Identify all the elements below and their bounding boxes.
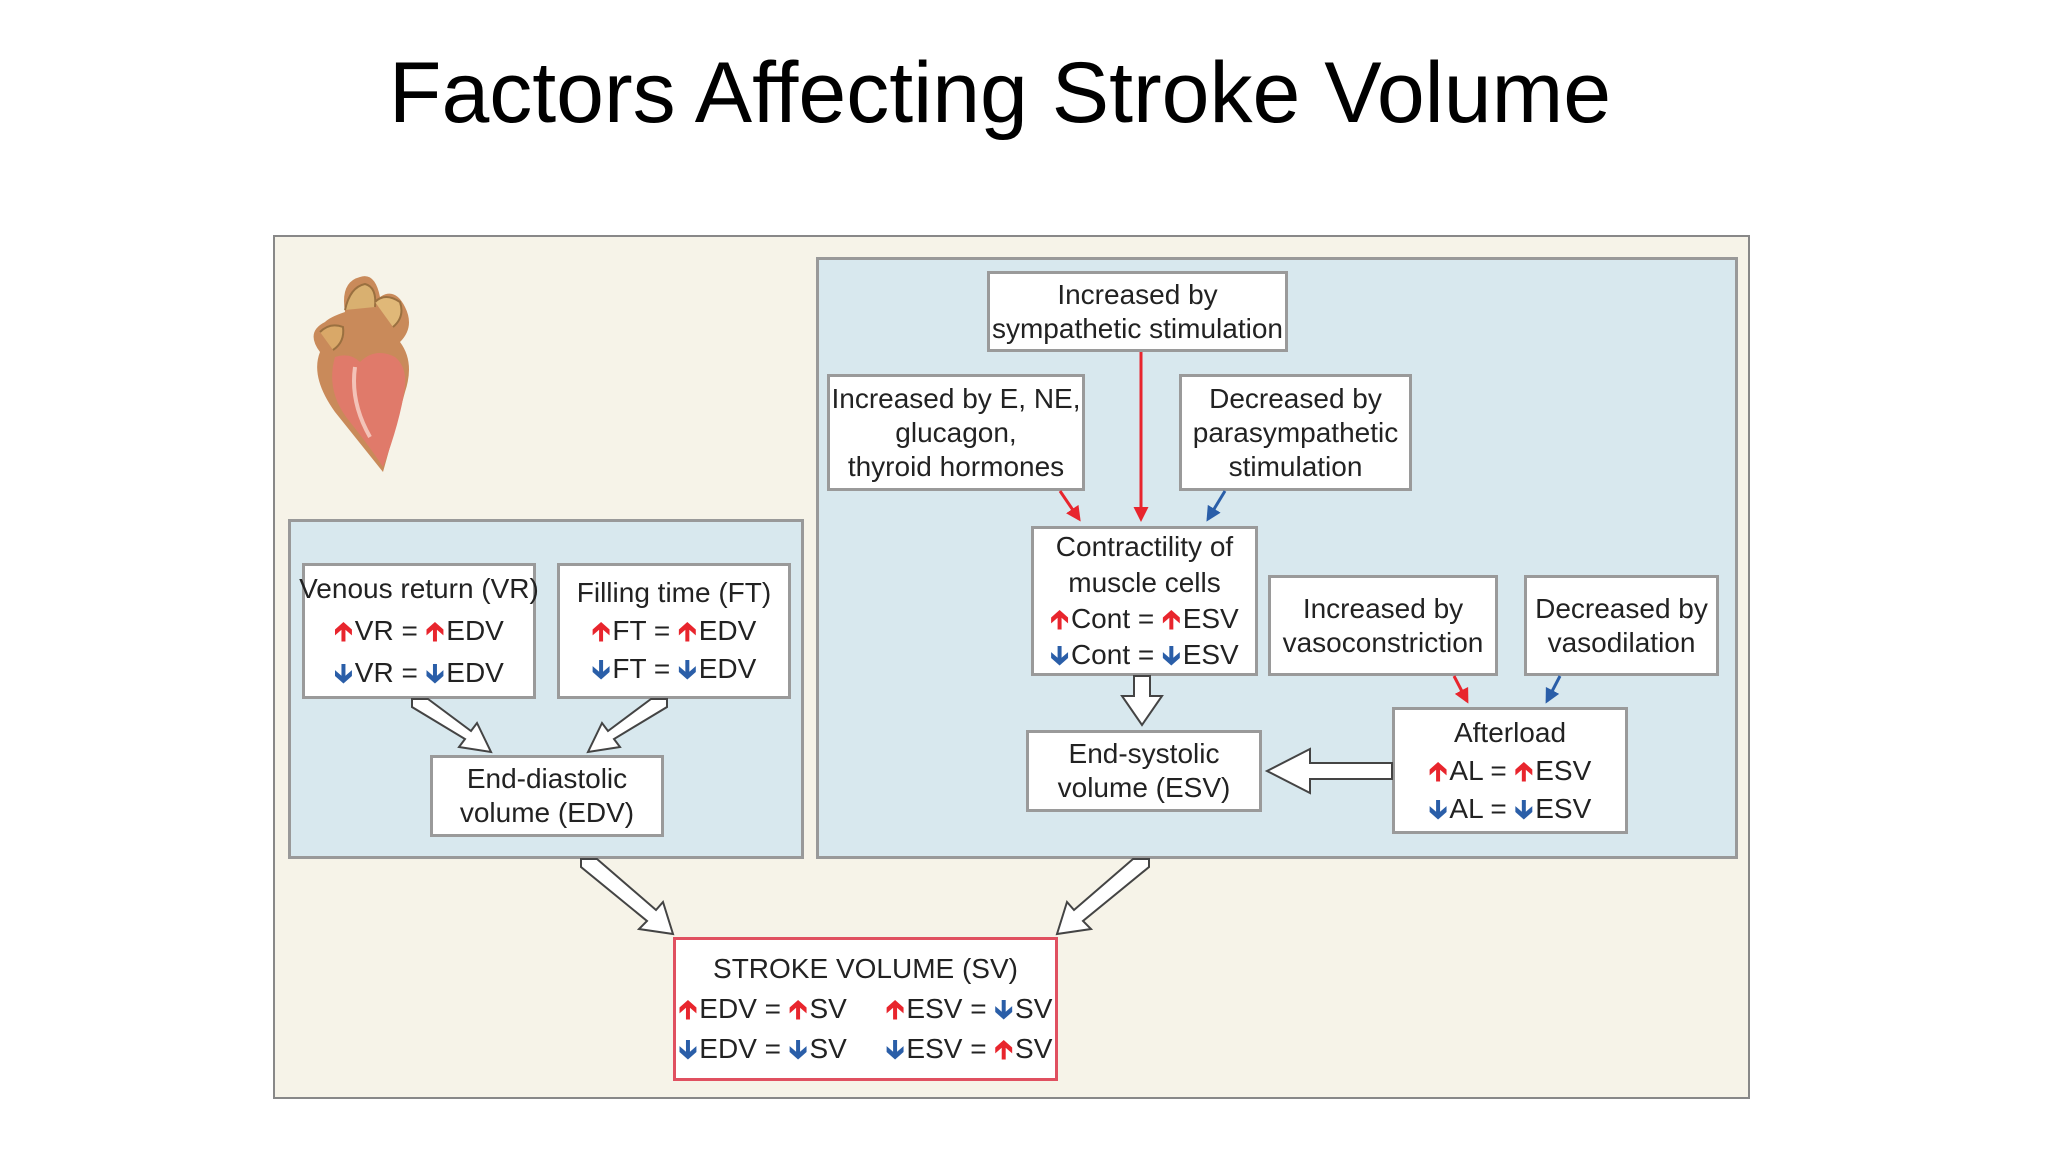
vasodilation-box: Decreased by vasodilation — [1524, 575, 1719, 676]
down-arrow-icon: 🡳 — [591, 654, 611, 684]
venous-return-box: Venous return (VR) 🡱VR = 🡱EDV 🡳VR = 🡳EDV — [299, 563, 539, 699]
contractility-box: Contractility of muscle cells 🡱Cont = 🡱E… — [1031, 526, 1258, 676]
down-arrow-icon: 🡳 — [1050, 640, 1069, 670]
up-arrow-icon: 🡱 — [1514, 755, 1534, 786]
up-arrow-icon: 🡱 — [1162, 604, 1181, 634]
down-arrow-icon: 🡳 — [788, 1034, 808, 1064]
down-arrow-icon: 🡳 — [1514, 793, 1534, 824]
down-arrow-icon: 🡳 — [678, 654, 697, 684]
sympathetic-box: Increased by sympathetic stimulation — [987, 271, 1288, 352]
parasympathetic-box: Decreased by parasympathetic stimulation — [1179, 374, 1412, 491]
arrow-filling-time-to-edv — [586, 698, 668, 754]
down-arrow-icon: 🡳 — [334, 658, 353, 688]
up-arrow-icon: 🡱 — [994, 1034, 1014, 1064]
arrow-parasympathetic-to-contractility — [1206, 490, 1227, 522]
arrow-venous-return-to-edv — [411, 698, 493, 754]
vasoconstriction-box: Increased by vasoconstriction — [1268, 575, 1498, 676]
filling-time-box: Filling time (FT) 🡱FT = 🡱EDV 🡳FT = 🡳EDV — [557, 563, 791, 699]
down-arrow-icon: 🡳 — [425, 658, 445, 688]
down-arrow-icon: 🡳 — [885, 1034, 905, 1064]
slide-title: Factors Affecting Stroke Volume — [388, 45, 1612, 141]
arrow-hormones-to-contractility — [1058, 490, 1081, 522]
up-arrow-icon: 🡱 — [885, 994, 905, 1024]
arrow-afterload-to-esv — [1264, 747, 1393, 795]
up-arrow-icon: 🡱 — [678, 994, 698, 1024]
down-arrow-icon: 🡳 — [678, 1034, 698, 1064]
arrow-edv-to-stroke-volume — [580, 858, 675, 936]
up-arrow-icon: 🡱 — [591, 616, 611, 646]
afterload-box: Afterload 🡱AL = 🡱ESV 🡳AL = 🡳ESV — [1392, 707, 1628, 834]
up-arrow-icon: 🡱 — [334, 616, 353, 646]
down-arrow-icon: 🡳 — [1428, 793, 1448, 824]
up-arrow-icon: 🡱 — [678, 616, 697, 646]
connector-arrows — [411, 352, 1562, 936]
arrow-contractility-to-esv — [1120, 675, 1164, 727]
up-arrow-icon: 🡱 — [788, 994, 808, 1024]
down-arrow-icon: 🡳 — [1162, 640, 1181, 670]
up-arrow-icon: 🡱 — [425, 616, 445, 646]
stroke-volume-box: STROKE VOLUME (SV) 🡱EDV = 🡱SV 🡱ESV = 🡳SV… — [673, 937, 1058, 1081]
arrow-esv-to-stroke-volume — [1055, 858, 1150, 936]
hormones-box: Increased by E, NE, glucagon, thyroid ho… — [827, 374, 1085, 491]
arrow-vasodilation-to-afterload — [1545, 675, 1562, 704]
up-arrow-icon: 🡱 — [1428, 755, 1448, 786]
esv-box: End-systolic volume (ESV) — [1026, 730, 1262, 812]
stroke-volume-diagram: Increased by sympathetic stimulation Inc… — [273, 235, 1750, 1099]
heart-illustration — [313, 276, 409, 472]
arrow-vasoconstriction-to-afterload — [1452, 675, 1469, 704]
edv-box: End-diastolic volume (EDV) — [430, 755, 664, 837]
down-arrow-icon: 🡳 — [994, 994, 1014, 1024]
up-arrow-icon: 🡱 — [1050, 604, 1069, 634]
